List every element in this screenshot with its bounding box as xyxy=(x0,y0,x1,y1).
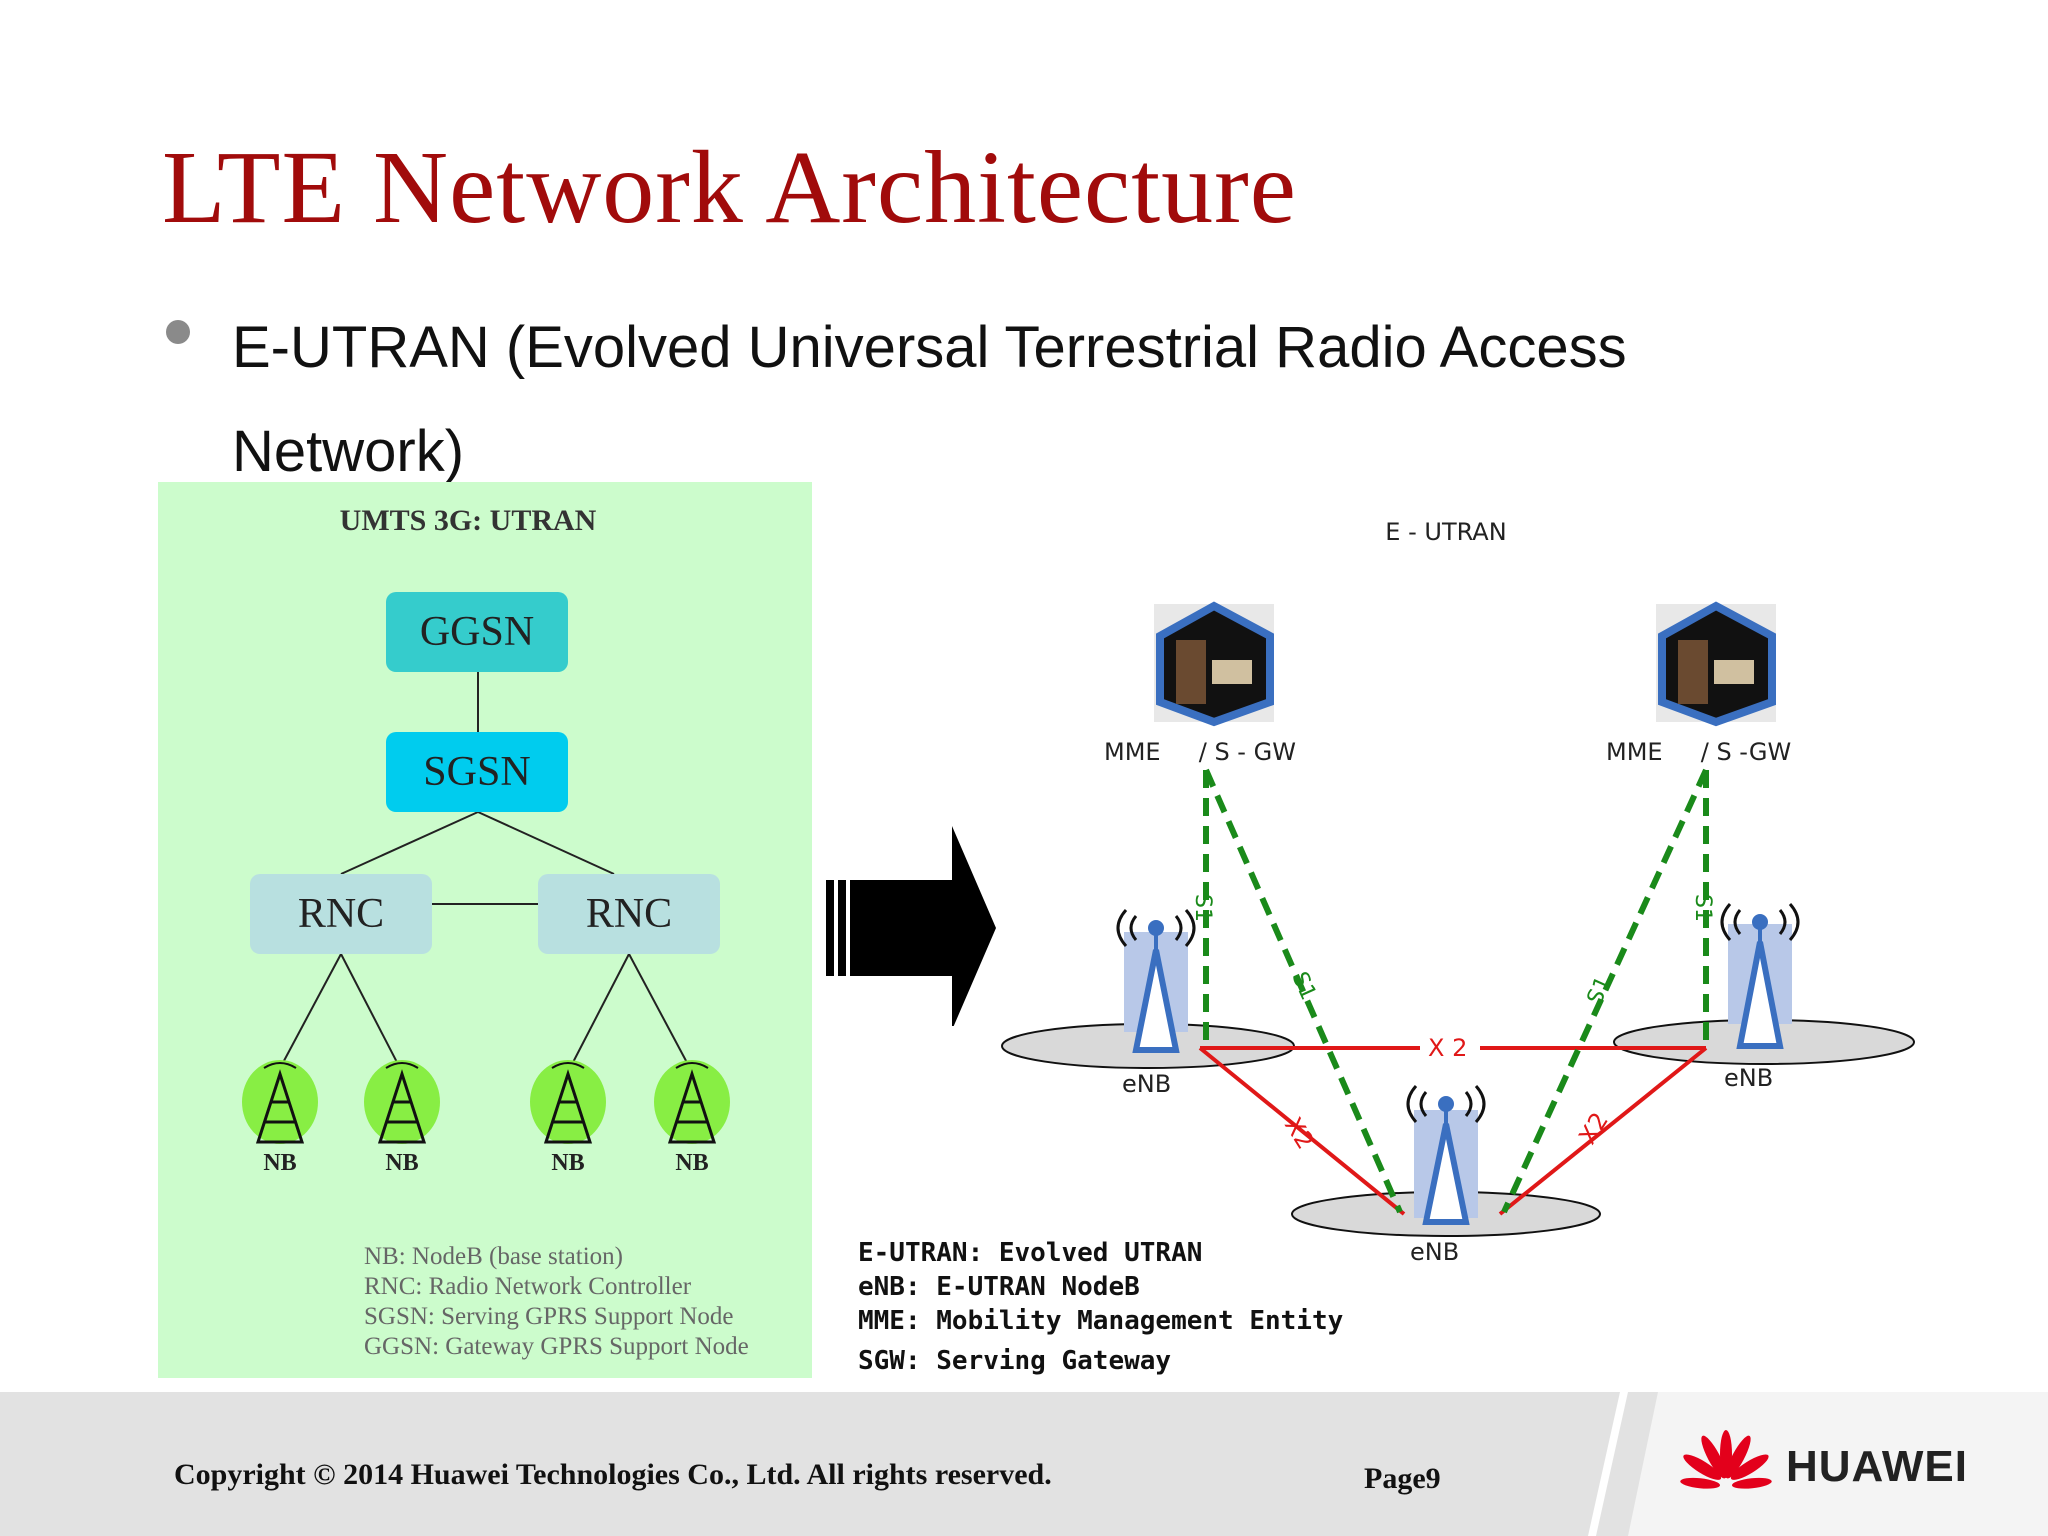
rnc-node-right: RNC xyxy=(538,874,720,954)
huawei-logo: HUAWEI xyxy=(1680,1430,1968,1504)
x2-label: X2 xyxy=(1279,1112,1320,1154)
s1-label: S1 xyxy=(1287,968,1321,1004)
definition-item: MME: Mobility Management Entity xyxy=(858,1306,1344,1336)
s1-label: S1 xyxy=(1690,894,1715,922)
rnc-nb-link xyxy=(340,953,403,1073)
mme-server-icon xyxy=(1656,601,1776,727)
nodeb-tower-icon xyxy=(530,1060,606,1144)
definition-item: SGW: Serving Gateway xyxy=(858,1346,1172,1376)
enb-coverage-disk xyxy=(1613,1019,1915,1065)
utran-legend: NB: NodeB (base station) RNC: Radio Netw… xyxy=(364,1242,749,1362)
sgsn-rnc-right-link xyxy=(477,811,615,875)
enb-antenna-icon xyxy=(1720,903,1800,1049)
mme-sgw-label: MME / S -GW xyxy=(1606,738,1791,766)
page-number: Page9 xyxy=(1364,1462,1441,1495)
rnc-nb-link xyxy=(628,953,693,1073)
copyright-text: Copyright © 2014 Huawei Technologies Co.… xyxy=(174,1458,1052,1491)
enb-label: eNB xyxy=(1724,1064,1773,1092)
rnc-nb-link xyxy=(567,953,630,1073)
bullet-text: E-UTRAN (Evolved Universal Terrestrial R… xyxy=(232,315,1627,484)
evolution-arrow-icon xyxy=(824,826,1004,1031)
legend-item: SGSN: Serving GPRS Support Node xyxy=(364,1303,734,1330)
utran-links xyxy=(242,672,730,1144)
rnc-nb-link xyxy=(277,953,342,1073)
sgsn-rnc-left-link xyxy=(340,811,479,875)
nb-label: NB xyxy=(263,1150,297,1176)
nodeb-tower-icon xyxy=(242,1060,318,1144)
s1-link xyxy=(1203,768,1403,1214)
enb-coverage-disk xyxy=(1001,1023,1295,1069)
utran-title: UMTS 3G: UTRAN xyxy=(339,504,597,537)
x2-label: X 2 xyxy=(1428,1034,1467,1062)
mme-sgw-label: MME / S - GW xyxy=(1104,738,1296,766)
s1-label: S1 xyxy=(1190,894,1215,922)
bullet-dot xyxy=(166,320,190,344)
x2-link xyxy=(1198,1046,1406,1216)
x2-link xyxy=(1498,1046,1708,1216)
enb-antenna-icon xyxy=(1406,1085,1486,1225)
footer-bar xyxy=(0,1392,2048,1536)
definition-item: eNB: E-UTRAN NodeB xyxy=(858,1272,1140,1302)
ggsn-node: GGSN xyxy=(386,592,568,672)
x2-label: X2 xyxy=(1573,1107,1614,1149)
utran-diagram: UMTS 3G: UTRAN xyxy=(158,482,812,1378)
huawei-petals-icon xyxy=(1680,1430,1772,1489)
enb-coverage-disk xyxy=(1291,1191,1601,1237)
s1-link xyxy=(1501,768,1709,1214)
sgsn-node: SGSN xyxy=(386,732,568,812)
legend-item: RNC: Radio Network Controller xyxy=(364,1273,692,1300)
huawei-wordmark: HUAWEI xyxy=(1786,1442,1968,1491)
x2-label-bg xyxy=(1420,1034,1480,1062)
eutran-definitions: E-UTRAN: Evolved UTRAN eNB: E-UTRAN Node… xyxy=(858,1236,1343,1378)
nb-label: NB xyxy=(675,1150,709,1176)
slide-title: LTE Network Architecture xyxy=(162,130,1297,245)
nb-label: NB xyxy=(551,1150,585,1176)
definition-item: E-UTRAN: Evolved UTRAN xyxy=(858,1238,1203,1268)
enb-antenna-icon xyxy=(1116,909,1196,1053)
nodeb-tower-icon xyxy=(364,1060,440,1144)
legend-item: NB: NodeB (base station) xyxy=(364,1243,623,1270)
s1-label: S1 xyxy=(1583,973,1617,1009)
rnc-node-left: RNC xyxy=(250,874,432,954)
nodeb-tower-icon xyxy=(654,1060,730,1144)
nb-label: NB xyxy=(385,1150,419,1176)
mme-server-icon xyxy=(1154,601,1274,727)
eutran-title: E - UTRAN xyxy=(1385,518,1506,546)
enb-label: eNB xyxy=(1410,1238,1459,1266)
enb-label: eNB xyxy=(1122,1070,1171,1098)
legend-item: GGSN: Gateway GPRS Support Node xyxy=(364,1333,749,1360)
